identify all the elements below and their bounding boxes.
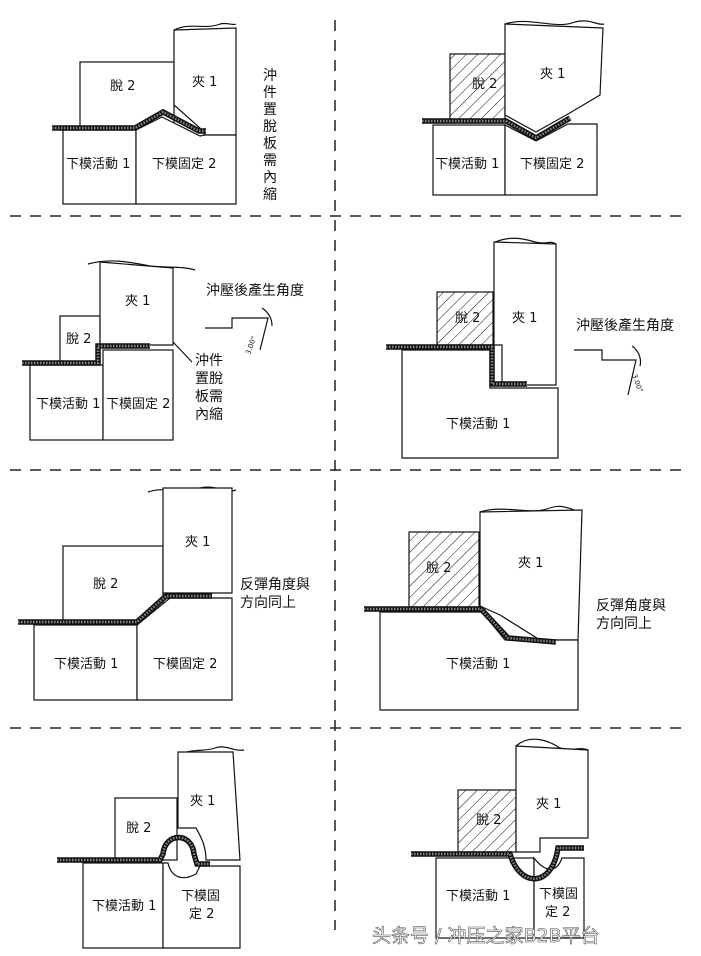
leader-line: [172, 341, 193, 363]
stripper-block-hatched: [457, 789, 517, 853]
stripper-block: [62, 545, 164, 623]
vertical-note-1: 沖 件 置 脫 板 需 內 縮: [263, 68, 277, 203]
springback-note-line-2: 方向同上: [240, 595, 296, 611]
lower-die-movable-label: 下模活動 1: [36, 397, 100, 412]
note-line: 內縮: [195, 407, 223, 423]
springback-note-line-1: 反彈角度與: [596, 598, 666, 614]
clamp-label: 夾 1: [512, 311, 537, 326]
panel-1-break-line: [173, 22, 237, 31]
lower-die-movable-label: 下模活動 1: [446, 417, 510, 432]
stripper-label: 脫 2: [472, 77, 497, 92]
lower-die-fixed-label: 下模固定 2: [520, 157, 584, 172]
lower-die-fixed: [136, 597, 233, 701]
stripper-block-hatched: [436, 291, 494, 346]
panel-7: [57, 746, 245, 949]
lower-die-movable-label: 下模活動 1: [66, 157, 130, 172]
panel-2-break-line: [504, 20, 605, 26]
lower-die-fixed-label-line-2: 定 2: [545, 905, 570, 920]
panel-1: [52, 22, 237, 205]
panel-5: [18, 486, 237, 701]
clamp-label: 夾 1: [192, 75, 217, 90]
note-char: 需: [263, 153, 277, 169]
lower-die-movable-label: 下模活動 1: [92, 899, 156, 914]
clamp-label: 夾 1: [518, 556, 543, 571]
clamp-label: 夾 1: [185, 535, 210, 550]
note-char: 板: [263, 136, 277, 152]
lower-die-movable: [33, 624, 138, 701]
clamp-block: [515, 745, 589, 853]
stripper-block-hatched: [449, 53, 506, 121]
note-char: 脫: [263, 119, 277, 135]
lower-die-fixed: [162, 862, 241, 949]
stripper-label: 脫 2: [93, 577, 118, 592]
stripper-label: 脫 2: [455, 311, 480, 326]
stripper-block: [59, 315, 101, 363]
press-angle-note: 沖壓後產生角度: [206, 282, 304, 299]
panel-3: [22, 260, 196, 441]
note-char: 內: [263, 170, 277, 186]
lower-die-fixed: [102, 349, 174, 441]
angle-sketch-1: 3.00°: [205, 307, 273, 356]
stripper-label: 脫 2: [66, 332, 91, 347]
vertical-note-2: 沖件 置脫 板需 內縮: [195, 353, 223, 423]
lower-die-fixed: [135, 116, 237, 205]
panel-6: [364, 505, 583, 711]
watermark: 头条号 / 冲压之家B2B平台: [372, 925, 600, 947]
lower-die-fixed-label: 下模固定 2: [106, 397, 170, 412]
lower-die-movable: [82, 862, 164, 949]
note-line: 板需: [195, 389, 223, 405]
lower-die-movable: [432, 124, 506, 196]
panel-2: [422, 20, 605, 196]
lower-die-fixed-label-line-1: 下模固: [539, 887, 578, 902]
angle-value: 3.00°: [244, 335, 258, 356]
panel-4-break-line: [494, 237, 557, 245]
lower-die-movable-label: 下模活動 1: [54, 657, 118, 672]
lower-die-fixed-label: 下模固定 2: [152, 157, 216, 172]
lower-die-fixed-label-line-2: 定 2: [189, 907, 214, 922]
note-char: 沖: [263, 68, 277, 84]
lower-die-movable-label: 下模活動 1: [435, 157, 499, 172]
press-angle-note: 沖壓後產生角度: [576, 317, 674, 334]
angle-sketch-2: 3.00°: [574, 345, 644, 396]
stripper-block-hatched: [408, 531, 480, 608]
clamp-label: 夾 1: [536, 797, 561, 812]
lower-die-fixed-label-line-1: 下模固: [181, 889, 220, 904]
springback-note-line-1: 反彈角度與: [240, 577, 310, 593]
clamp-label: 夾 1: [125, 294, 150, 309]
clamp-label: 夾 1: [540, 67, 565, 82]
stripper-block: [114, 797, 178, 861]
lower-die-fixed: [533, 856, 585, 939]
clamp-block: [99, 261, 174, 346]
lower-die-movable: [29, 364, 104, 441]
note-char: 縮: [263, 187, 277, 203]
stripper-label: 脫 2: [126, 821, 151, 836]
stripper-label: 脫 2: [110, 79, 135, 94]
angle-value: 3.00°: [630, 373, 644, 394]
panel-8: [411, 738, 589, 939]
springback-note-line-2: 方向同上: [596, 616, 652, 632]
stripper-label: 脫 2: [476, 813, 501, 828]
clamp-block: [177, 751, 241, 861]
clamp-label: 夾 1: [190, 794, 215, 809]
note-char: 件: [263, 85, 277, 101]
lower-die-movable: [435, 857, 535, 939]
lower-die-movable-label: 下模活動 1: [446, 889, 510, 904]
clamp-block: [162, 487, 233, 594]
note-line: 置脫: [195, 371, 223, 387]
lower-die-movable-label: 下模活動 1: [446, 657, 510, 672]
workpiece-strip: [411, 845, 584, 882]
lower-die-fixed-label: 下模固定 2: [153, 657, 217, 672]
clamp-block: [504, 23, 604, 133]
panel-4: [386, 237, 559, 459]
stripper-label: 脫 2: [426, 561, 451, 576]
note-char: 置: [263, 102, 277, 118]
note-line: 沖件: [195, 353, 223, 369]
